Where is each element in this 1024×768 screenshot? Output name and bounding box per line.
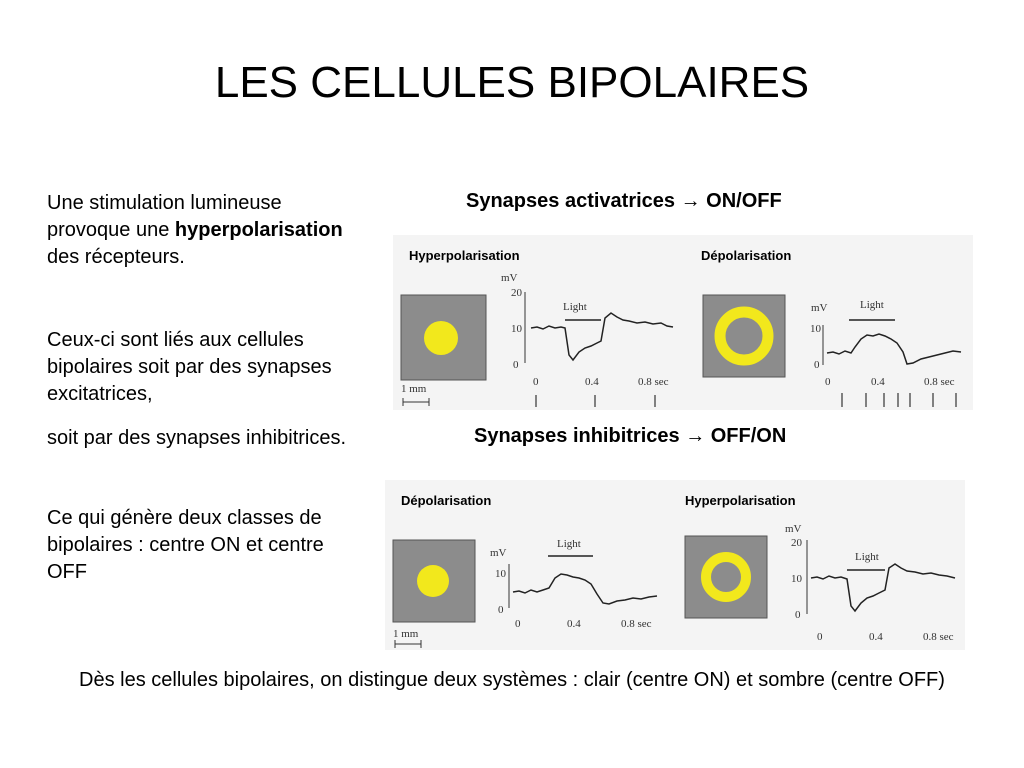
- trace-hyperpolarisation: mV 20 10 0 Light 0 0.4 0.8 sec: [785, 523, 956, 643]
- mv-label: mV: [785, 523, 802, 535]
- section-title-activatrices: Synapses activatrices → ON/OFF: [466, 190, 782, 212]
- light-label: Light: [860, 299, 884, 311]
- footer-conclusion: Dès les cellules bipolaires, on distingu…: [79, 669, 945, 691]
- receptive-field-square: [684, 535, 768, 619]
- label-hyperpolarisation: Hyperpolarisation: [685, 493, 796, 508]
- x-tick-04: 0.4: [585, 376, 599, 388]
- voltage-trace: [810, 563, 956, 613]
- paragraph-synapses-inhib: soit par des synapses inhibitrices.: [47, 427, 347, 449]
- x-tick-0: 0: [533, 376, 539, 388]
- y-tick-0: 0: [814, 359, 820, 371]
- x-tick-08: 0.8 sec: [924, 376, 955, 388]
- light-annulus: [701, 552, 751, 602]
- paragraph-classes: Ce qui génère deux classes de bipolaires…: [47, 507, 324, 583]
- x-tick-0: 0: [825, 376, 831, 388]
- y-tick-20: 20: [511, 287, 523, 299]
- stimulus-center-spot: [392, 539, 476, 623]
- y-tick-10: 10: [511, 323, 523, 335]
- label-depolarisation: Dépolarisation: [401, 493, 491, 508]
- figure-inhibitrices: Dépolarisation Hyperpolarisation 1 mm mV…: [385, 480, 965, 650]
- light-spot: [424, 321, 458, 355]
- paragraph-stimulation: Une stimulation lumineuse provoque une h…: [47, 190, 357, 271]
- trace-depolarisation: mV 10 0 Light 0 0.4 0.8 sec: [490, 538, 658, 630]
- light-spot: [417, 565, 449, 597]
- time-ticks: [841, 393, 957, 407]
- y-tick-0: 0: [513, 359, 519, 371]
- stimulus-center-spot: [400, 294, 487, 381]
- label-depolarisation: Dépolarisation: [701, 248, 791, 263]
- x-tick-04: 0.4: [871, 376, 885, 388]
- scale-label: 1 mm: [393, 628, 419, 640]
- stimulus-annulus: [684, 535, 768, 619]
- x-tick-08: 0.8 sec: [621, 618, 652, 630]
- mv-label: mV: [811, 302, 828, 314]
- y-tick-10: 10: [791, 573, 803, 585]
- y-tick-20: 20: [791, 537, 803, 549]
- y-tick-10: 10: [495, 568, 507, 580]
- y-tick-0: 0: [498, 604, 504, 616]
- section-title-inhibitrices: Synapses inhibitrices → OFF/ON: [474, 425, 787, 447]
- x-tick-0: 0: [515, 618, 521, 630]
- y-tick-10: 10: [810, 323, 822, 335]
- trace-depolarisation: mV 10 0 Light 0 0.4 0.8 sec: [810, 299, 962, 407]
- p1-text-a: Une stimulation lumineuse provoque une: [47, 192, 282, 241]
- x-tick-08: 0.8 sec: [638, 376, 669, 388]
- time-ticks: [535, 395, 656, 407]
- scale-bar: [394, 640, 422, 648]
- voltage-trace: [512, 573, 658, 605]
- light-label: Light: [557, 538, 581, 550]
- figure-background: [385, 480, 965, 650]
- mv-label: mV: [490, 547, 507, 559]
- stimulus-annulus: [702, 294, 786, 378]
- y-tick-0: 0: [795, 609, 801, 621]
- trace-hyperpolarisation: mV 20 10 0 Light 0 0.4 0.8 sec: [501, 272, 674, 407]
- voltage-trace: [530, 312, 674, 362]
- p1-text-b: des récepteurs.: [47, 246, 185, 268]
- light-annulus: [714, 306, 774, 366]
- x-tick-04: 0.4: [567, 618, 581, 630]
- light-label: Light: [563, 301, 587, 313]
- x-tick-0: 0: [817, 631, 823, 643]
- x-tick-08: 0.8 sec: [923, 631, 954, 643]
- label-hyperpolarisation: Hyperpolarisation: [409, 248, 520, 263]
- p1-bold: hyperpolarisation: [174, 219, 343, 241]
- slide-title: LES CELLULES BIPOLAIRES: [214, 58, 810, 107]
- paragraph-synapses: Ceux-ci sont liés aux cellules bipolaire…: [47, 329, 332, 405]
- scale-label: 1 mm: [401, 383, 427, 395]
- mv-label: mV: [501, 272, 518, 284]
- scale-bar: [402, 398, 430, 406]
- figure-background: [393, 235, 973, 410]
- light-label: Light: [855, 551, 879, 563]
- figure-activatrices: Hyperpolarisation Dépolarisation 1 mm mV…: [393, 235, 973, 410]
- x-tick-04: 0.4: [869, 631, 883, 643]
- voltage-trace: [826, 333, 962, 365]
